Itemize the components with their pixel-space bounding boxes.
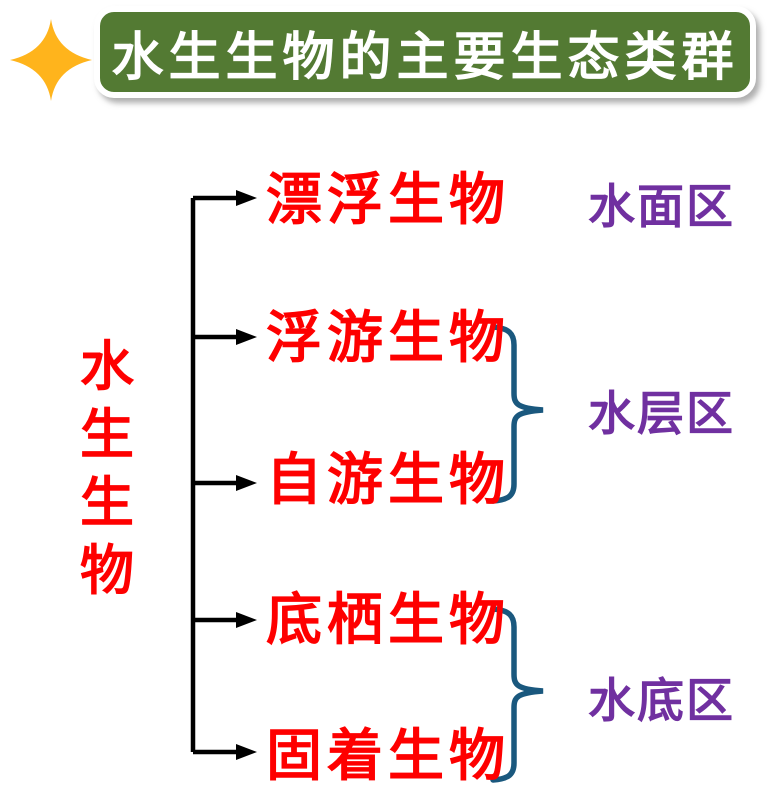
branch-label-floating-organisms: 漂浮生物: [266, 168, 510, 231]
zone-label-water-column: 水层区: [588, 387, 735, 440]
arrowhead-icon: [236, 329, 257, 345]
arrowhead-icon: [236, 475, 257, 491]
arrowhead-icon: [236, 190, 257, 206]
branch-label-planktonic-organisms: 浮游生物: [266, 306, 510, 369]
root-label-char: 生: [80, 405, 134, 465]
root-label-char: 物: [80, 541, 134, 601]
zone-label-water-surface: 水面区: [588, 180, 735, 233]
root-label: 水 生 生 物: [76, 333, 138, 605]
branch-label-sessile-organisms: 固着生物: [266, 724, 510, 787]
zone-label-water-bottom: 水底区: [588, 674, 735, 727]
page-title: 水生生物的主要生态类群: [111, 26, 739, 88]
root-label-char: 水: [80, 337, 134, 397]
title-banner: 水生生物的主要生态类群: [94, 6, 756, 98]
root-label-char: 生: [80, 473, 134, 533]
arrowhead-icon: [236, 744, 257, 760]
four-point-star-icon: [10, 19, 92, 101]
branch-label-benthic-organisms: 底栖生物: [266, 588, 510, 651]
arrowhead-icon: [236, 612, 257, 628]
branch-label-nektonic-organisms: 自游生物: [266, 448, 510, 511]
